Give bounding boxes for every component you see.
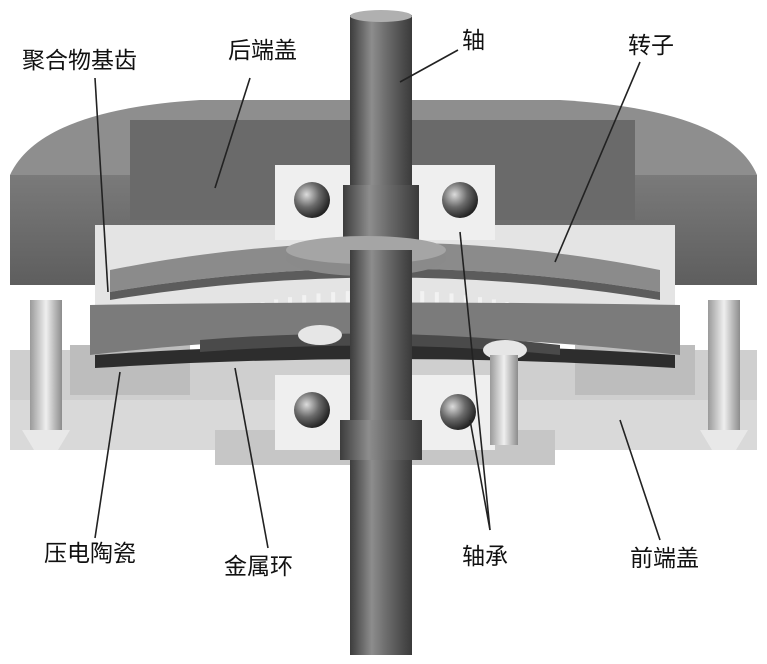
label-metal-ring: 金属环	[224, 554, 293, 580]
label-rear-cover: 后端盖	[228, 38, 297, 64]
label-piezo-ceramic: 压电陶瓷	[44, 541, 136, 567]
shaft	[286, 10, 446, 655]
inner-screw	[483, 340, 527, 445]
leader-rotor	[554, 61, 641, 263]
leader-bearing-lower	[469, 419, 491, 531]
gear-tooth	[420, 291, 425, 310]
leader-shaft	[399, 49, 459, 83]
right-bolt	[700, 300, 748, 450]
gear-tooth	[449, 293, 454, 312]
leader-rear-cover	[214, 77, 251, 189]
gear-tooth	[345, 291, 350, 310]
label-rotor: 转子	[628, 33, 674, 59]
leader-piezo	[94, 371, 121, 539]
leader-front-cover	[619, 419, 661, 541]
gear-tooth	[331, 292, 336, 311]
leader-metal-ring	[234, 367, 269, 549]
bearing-ball	[442, 182, 478, 218]
inner-screw-head	[298, 325, 342, 345]
leader-gear-teeth	[94, 77, 109, 293]
label-bearing: 轴承	[462, 544, 508, 570]
leader-lines	[94, 49, 661, 549]
bearing-ball	[294, 392, 330, 428]
leader-bearing-upper	[459, 231, 491, 531]
label-shaft: 轴	[462, 28, 485, 54]
bearing-ball	[440, 394, 476, 430]
gear-tooth	[434, 292, 439, 311]
label-polymer-teeth: 聚合物基齿	[22, 48, 137, 74]
bearing-ball	[294, 182, 330, 218]
gear-tooth	[316, 293, 321, 312]
left-bolt	[22, 300, 70, 450]
label-front-cover: 前端盖	[630, 546, 699, 572]
